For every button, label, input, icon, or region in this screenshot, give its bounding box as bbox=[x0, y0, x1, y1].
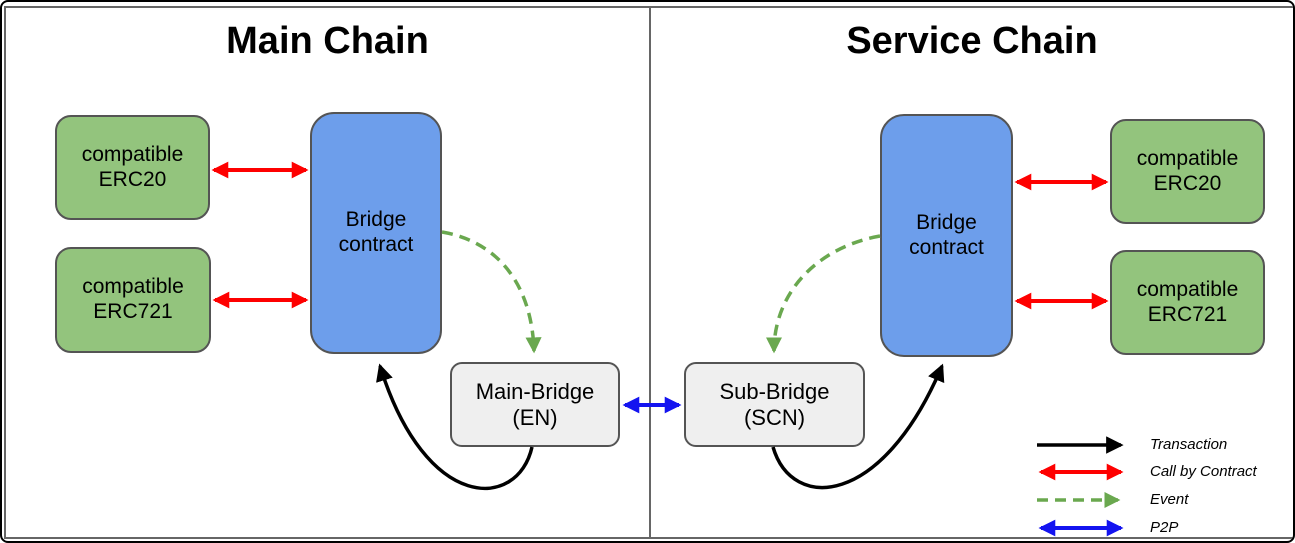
main-chain-erc20-box: compatible ERC20 bbox=[55, 115, 210, 220]
legend-label-transaction: Transaction bbox=[1150, 436, 1228, 453]
main-chain-bridge-contract-label: Bridge contract bbox=[338, 208, 414, 256]
service-chain-erc20-label: compatible ERC20 bbox=[1136, 146, 1239, 195]
service-chain-erc721-label: compatible ERC721 bbox=[1136, 277, 1239, 326]
sub-bridge-scn-label: Sub-Bridge (SCN) bbox=[719, 378, 830, 430]
sub-bridge-scn-box: Sub-Bridge (SCN) bbox=[684, 362, 865, 447]
main-chain-erc721-label: compatible ERC721 bbox=[82, 275, 184, 323]
main-chain-erc721-box: compatible ERC721 bbox=[55, 247, 211, 353]
service-chain-title: Service Chain bbox=[846, 20, 1098, 62]
legend-label-p2p: P2P bbox=[1150, 519, 1179, 536]
service-chain-bridge-contract-label: Bridge contract bbox=[909, 210, 984, 259]
service-chain-bridge-contract-box: Bridge contract bbox=[880, 114, 1013, 357]
main-chain-erc20-label: compatible ERC20 bbox=[81, 142, 184, 191]
service-chain-erc721-box: compatible ERC721 bbox=[1110, 250, 1265, 355]
main-bridge-en-box: Main-Bridge (EN) bbox=[450, 362, 620, 447]
main-chain-bridge-contract-box: Bridge contract bbox=[310, 112, 442, 354]
legend-label-call-by-contract: Call by Contract bbox=[1150, 463, 1257, 480]
service-chain-panel bbox=[649, 6, 1293, 539]
legend-label-event: Event bbox=[1150, 491, 1189, 508]
main-chain-title: Main Chain bbox=[226, 20, 429, 62]
service-chain-erc20-box: compatible ERC20 bbox=[1110, 119, 1265, 224]
main-bridge-en-label: Main-Bridge (EN) bbox=[475, 378, 595, 430]
